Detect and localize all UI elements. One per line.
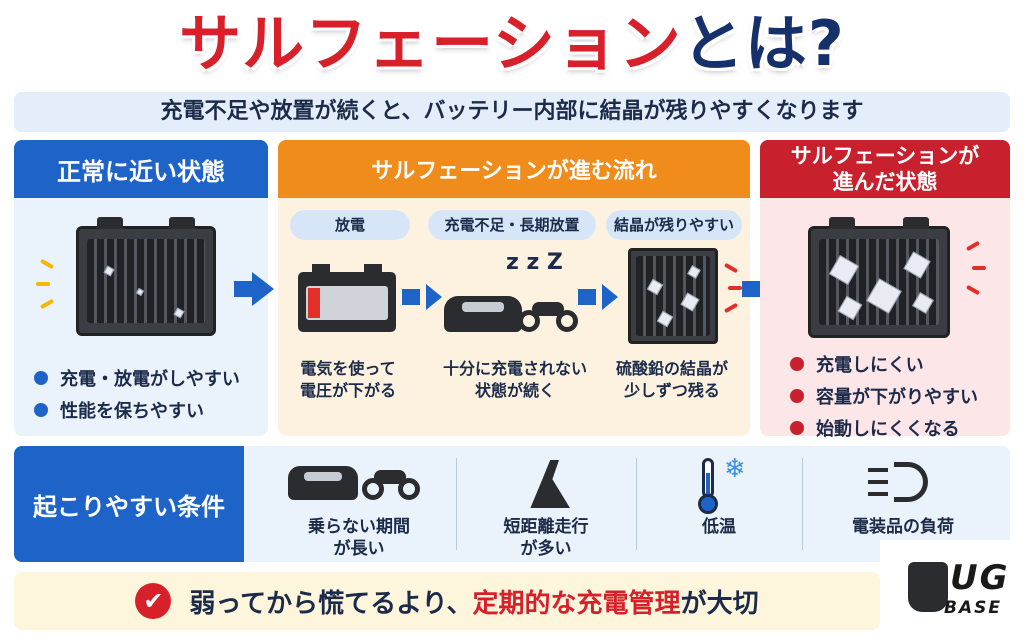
- battery-low-level: [308, 288, 320, 318]
- footer-banner: ✔ 弱ってから慌てるより、定期的な充電管理が大切: [14, 572, 880, 630]
- yellow-spark-icon: [36, 282, 50, 286]
- red-dot-icon: [790, 421, 804, 435]
- battery-terminal: [312, 264, 330, 272]
- condition-low-temperature: ❄ 低温: [640, 446, 798, 562]
- condition-long-idle: 乗らない期間 が長い: [266, 446, 452, 562]
- condition-text: 電装品の負荷: [852, 517, 954, 537]
- check-icon: ✔: [135, 583, 172, 619]
- motorcycle-icon: [362, 466, 420, 502]
- car-window: [304, 472, 342, 481]
- normal-state-heading: 正常に近い状態: [14, 140, 268, 198]
- motorcycle-body: [374, 470, 406, 484]
- wheel: [518, 310, 540, 332]
- headlight-beam: [868, 468, 888, 472]
- engine-emblem-icon: [908, 562, 948, 612]
- sulfation-flow-heading: サルフェーションが進む流れ: [278, 140, 750, 198]
- condition-electrical-load: 電装品の負荷: [806, 446, 1010, 562]
- logo-text-bottom: BASE: [944, 598, 1002, 618]
- conditions-section: 起こりやすい条件 乗らない期間 が長い 短距離走行 が多い ❄ 低温: [14, 446, 1010, 562]
- step-pill-discharge: 放電: [290, 210, 410, 240]
- road-icon: [530, 460, 570, 508]
- normal-state-bullets: 充電・放電がしやすい 性能を保ちやすい: [34, 362, 240, 426]
- step-text-crystals: 硫酸鉛の結晶が 少しずつ残る: [615, 359, 728, 400]
- title-red-part: サルフェーション: [179, 7, 682, 80]
- car-icon: [288, 466, 358, 500]
- condition-text: 短距離走行 が多い: [503, 517, 589, 559]
- thermometer-fill: [706, 473, 710, 495]
- arrow-right-icon: [402, 284, 442, 310]
- wheel: [398, 478, 420, 500]
- sulfated-battery-icon: [808, 217, 950, 338]
- bullet-text: 容量が下がりやすい: [816, 387, 978, 408]
- battery-cell-grid: [87, 239, 205, 323]
- footer-highlight: 定期的な充電管理: [472, 588, 681, 619]
- normal-state-panel: 正常に近い状態: [14, 140, 268, 436]
- headlight-beam: [868, 480, 888, 484]
- low-battery-icon: [298, 272, 396, 332]
- condition-text: 乗らない期間 が長い: [308, 517, 410, 559]
- battery-cell-grid: [636, 256, 710, 336]
- arrow-right-icon: [578, 284, 618, 310]
- sleep-zzz-icon: z z Z: [506, 250, 563, 275]
- condition-short-trips: 短距離走行 が多い: [460, 446, 632, 562]
- divider: [636, 458, 637, 550]
- crystal-battery-icon: [628, 248, 718, 344]
- battery-terminal: [169, 217, 195, 229]
- wheel: [556, 310, 578, 332]
- list-item: 性能を保ちやすい: [34, 394, 240, 426]
- car-window: [462, 302, 504, 312]
- thermometer-bulb: [698, 494, 718, 514]
- battery-terminal: [829, 217, 855, 229]
- conditions-label: 起こりやすい条件: [14, 446, 244, 562]
- thermometer-icon: [702, 458, 714, 498]
- subtitle-banner: 充電不足や放置が続くと、バッテリー内部に結晶が残りやすくなります: [14, 92, 1010, 132]
- footer-text-after: が大切: [680, 588, 759, 619]
- red-spark-icon: [728, 286, 742, 290]
- list-item: 始動しにくくなる: [790, 412, 978, 444]
- logo-text-top: UG: [950, 558, 1010, 598]
- page-title: サルフェーションとは?: [0, 4, 1024, 84]
- car-icon: [444, 296, 522, 332]
- title-navy-part: とは?: [681, 7, 845, 80]
- battery-terminal: [903, 217, 929, 229]
- footer-text-before: 弱ってから慌てるより、: [189, 588, 473, 619]
- red-spark-icon: [972, 266, 986, 270]
- bullet-text: 性能を保ちやすい: [60, 401, 204, 422]
- step-text-long-storage: 十分に充電されない 状態が続く: [442, 359, 587, 400]
- bullet-text: 充電しにくい: [816, 355, 924, 376]
- motorcycle-body: [532, 302, 564, 316]
- step-pill-long-storage: 充電不足・長期放置: [428, 210, 596, 240]
- red-dot-icon: [790, 389, 804, 403]
- sulfated-state-bullets: 充電しにくい 容量が下がりやすい 始動しにくくなる: [790, 348, 978, 444]
- arrow-right-icon: [234, 272, 274, 306]
- red-dot-icon: [790, 357, 804, 371]
- bullet-text: 始動しにくくなる: [816, 419, 960, 440]
- blue-dot-icon: [34, 403, 48, 417]
- sulfated-state-heading: サルフェーションが 進んだ状態: [760, 140, 1010, 198]
- step-pill-crystals: 結晶が残りやすい: [606, 210, 742, 240]
- divider: [802, 458, 803, 550]
- healthy-battery-icon: [76, 217, 216, 336]
- list-item: 容量が下がりやすい: [790, 380, 978, 412]
- blue-dot-icon: [34, 371, 48, 385]
- divider: [456, 458, 457, 550]
- snowflake-icon: ❄: [724, 454, 746, 484]
- battery-terminal: [364, 264, 382, 272]
- motorcycle-icon: [518, 298, 578, 334]
- wheel: [362, 478, 384, 500]
- condition-text: 低温: [702, 517, 736, 537]
- step-text-discharge: 電気を使って 電圧が下がる: [299, 359, 396, 400]
- headlight-icon: [894, 462, 928, 502]
- headlight-beam: [868, 492, 888, 496]
- ug-base-logo: UG BASE: [880, 540, 1024, 640]
- list-item: 充電・放電がしやすい: [34, 362, 240, 394]
- bullet-text: 充電・放電がしやすい: [60, 369, 240, 390]
- battery-terminal: [97, 217, 123, 229]
- list-item: 充電しにくい: [790, 348, 978, 380]
